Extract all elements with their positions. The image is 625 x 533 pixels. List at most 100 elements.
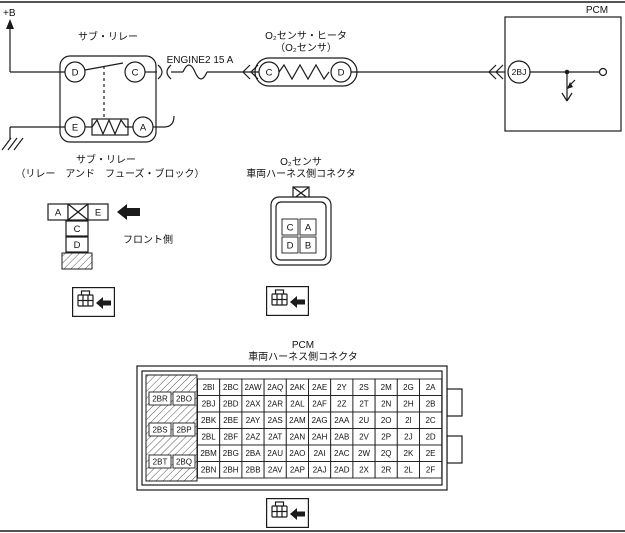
relay-terminal-e [64, 116, 86, 138]
pcm-pin-label: 2AQ [267, 383, 283, 392]
relay-conn-pin-a-label: A [55, 208, 62, 219]
transistor-driver-symbol [561, 74, 576, 102]
pcm-pin-label: 2AU [267, 449, 283, 458]
pcm-pin-label: 2Q [381, 449, 392, 458]
pcm-pin-label: 2I [405, 416, 412, 425]
heater-terminal-c [258, 61, 280, 83]
pcm-pin-label: 2AT [268, 433, 282, 442]
pcm-pin-label: 2AM [289, 416, 306, 425]
pcm-pin-label: 2D [425, 433, 435, 442]
pcm-pin-label: 2AO [289, 449, 305, 458]
relay-conn-pin-d-label: D [74, 240, 81, 251]
pcm-pin-label: 2AV [268, 466, 283, 475]
pcm-pin-label: 2AD [334, 466, 350, 475]
pcm-pin-label: 2BK [201, 416, 217, 425]
pcm-conn-title-line2: 車両ハーネス側コネクタ [248, 350, 358, 363]
pcm-pin-label: 2AK [290, 383, 306, 392]
pcm-pin-label: 2G [403, 383, 414, 392]
fuse-label: ENGINE2 15 A [167, 55, 234, 66]
o2-conn-title-line2: 車両ハーネス側コネクタ [246, 167, 356, 180]
o2-connector-photo-icon [266, 286, 309, 316]
o2-pin-c: C [287, 223, 294, 234]
ground-symbol [1, 126, 65, 151]
pcm-pin-label: 2AY [246, 416, 261, 425]
relay-conn-keyway [61, 252, 93, 270]
power-feed-symbol: +B [3, 8, 65, 73]
pcm-pin-label: 2AZ [246, 433, 261, 442]
pcm-pin-label: 2E [426, 449, 436, 458]
pcm-pin-label: 2AX [245, 400, 261, 409]
terminal-label-a: A [140, 123, 147, 134]
heater-terminal-label-d: D [338, 68, 345, 79]
pcm-grid-cell [419, 461, 443, 479]
relay-conn-pin-c-box [65, 220, 89, 237]
relay-top-label: サブ・リレー [78, 30, 138, 43]
pcm-pin-label: 2BE [223, 416, 238, 425]
pcm-pin-label: 2AJ [313, 466, 327, 475]
pcm-left-pin-cell [148, 454, 172, 469]
pcm-left-pin-cell [172, 454, 196, 469]
heater-terminal-label-c: C [266, 68, 273, 79]
pcm-pin-label: 2AP [290, 466, 305, 475]
pcm-left-pin-label: 2BT [153, 457, 168, 466]
pcm-conn-right-tab-top [446, 388, 463, 417]
pcm-pin-label: 2B [426, 400, 436, 409]
pcm-connector-photo-icon [266, 498, 309, 529]
pcm-pin-label: 2BH [223, 466, 239, 475]
branch-hook [163, 115, 175, 128]
pcm-left-pin-cell [172, 391, 196, 406]
pcm-pin-label: 2F [426, 466, 435, 475]
pcm-pin-label: 2BB [245, 466, 260, 475]
relay-connector-photo-icon [71, 287, 115, 317]
pcm-pin-label: 2S [359, 383, 369, 392]
pcm-pin-label: 2K [404, 449, 414, 458]
pcm-pin-label: 2BC [223, 383, 239, 392]
fuse-symbol: ENGINE2 15 A [145, 55, 259, 80]
pcm-pin-label: 2V [359, 433, 369, 442]
pcm-left-pin-cell [172, 422, 196, 437]
inline-joint-left [157, 64, 163, 80]
pcm-pin-label: 2T [359, 400, 368, 409]
relay-caption-line2: （リレー アンド フューズ・ブロック） [15, 167, 204, 180]
relay-coil-zigzag [91, 118, 128, 136]
pcm-pin-label: 2BJ [202, 400, 216, 409]
pcm-pin-label: 2BD [223, 400, 239, 409]
power-label: +B [3, 8, 16, 19]
pcm-pin-label: 2C [425, 416, 435, 425]
heater-label-line1: O₂センサ・ヒータ [265, 30, 347, 42]
pcm-left-pin-label: 2BQ [176, 457, 192, 466]
pcm-left-pin-label: 2BO [176, 394, 192, 403]
pcm-pin-label: 2P [381, 433, 391, 442]
fuse-wave [182, 64, 208, 80]
pcm-left-pin-label: 2BP [176, 425, 191, 434]
pcm-pin-label: 2Y [337, 383, 347, 392]
pcm-left-pin-label: 2BS [152, 425, 167, 434]
pcm-pin-label: 2AC [334, 449, 350, 458]
pcm-pin-label: 2N [381, 400, 391, 409]
pcm-pin-label: 2AG [312, 416, 328, 425]
open-terminal-circle [598, 67, 608, 77]
o2-connector-view: O₂センサ 車両ハーネス側コネクタ C A D B [246, 156, 356, 266]
pcm-left-pin-cell [148, 422, 172, 437]
o2-conn-inner-shell [275, 201, 327, 261]
pcm-pin-label: 2Z [337, 400, 346, 409]
pcm-pin-label: 2U [359, 416, 369, 425]
heater-resistor-zigzag [278, 63, 330, 81]
o2-pin-d: D [287, 241, 294, 252]
pcm-pin-label: 2AF [312, 400, 327, 409]
o2-pin-a: A [305, 223, 312, 234]
pcm-pin-label: 2BM [200, 449, 217, 458]
relay-terminal-d [64, 61, 86, 83]
sub-relay-symbol: サブ・リレー D C E A サブ・リレー （リレー アンド フューズ・ブロック… [15, 30, 204, 180]
pcm-pin-label: 2AR [267, 400, 283, 409]
pcm-pin-label: 2AL [290, 400, 305, 409]
relay-connector-view: A E C D フロント側 [47, 203, 173, 270]
pcm-pin-label: 2A [426, 383, 436, 392]
relay-terminal-a [132, 116, 154, 138]
pcm-pin-label: 2BF [223, 433, 238, 442]
pcm-pin-label: 2AN [290, 433, 306, 442]
